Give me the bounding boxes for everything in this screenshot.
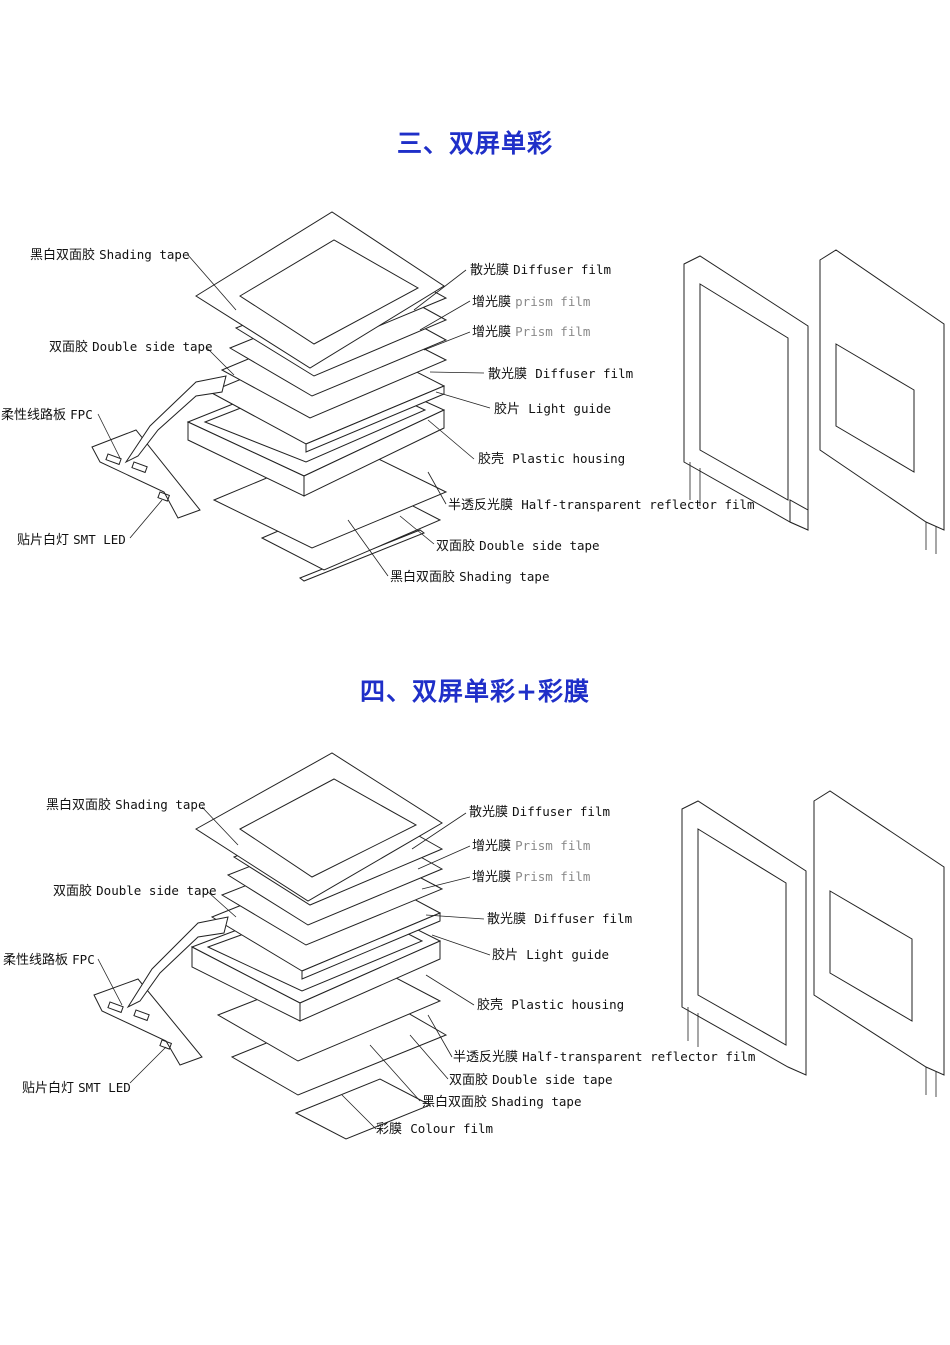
fpc-arrow bbox=[126, 916, 229, 1009]
label-smt-led: 贴片白灯 SMT LED bbox=[17, 532, 126, 548]
leader bbox=[421, 876, 471, 890]
label-smt-led: 贴片白灯 SMT LED bbox=[22, 1080, 131, 1096]
assembled-front-view bbox=[683, 255, 809, 531]
exploded-view-diagram-4 bbox=[93, 752, 945, 1140]
label-double-side-tape-bottom: 双面胶 Double side tape bbox=[449, 1072, 613, 1088]
assembled-back-view bbox=[813, 790, 945, 1097]
leader bbox=[341, 1094, 377, 1130]
led-1 bbox=[107, 1001, 124, 1014]
label-prism-film-1: 增光膜 prism film bbox=[472, 294, 591, 310]
label-double-side-tape-bottom: 双面胶 Double side tape bbox=[436, 538, 600, 554]
label-diffuser-film-1: 散光膜 Diffuser film bbox=[469, 804, 610, 820]
section-3-title: 三、双屏单彩 bbox=[396, 129, 553, 158]
leader bbox=[207, 891, 237, 918]
label-fpc: 柔性线路板 FPC bbox=[1, 407, 93, 423]
label-diffuser-film-2: 散光膜 Diffuser film bbox=[487, 911, 633, 927]
led-2 bbox=[133, 1009, 150, 1022]
label-colour-film: 彩膜 Colour film bbox=[376, 1121, 494, 1137]
leader bbox=[205, 346, 235, 376]
leader bbox=[129, 1046, 167, 1084]
leader bbox=[435, 391, 491, 409]
label-plastic-housing: 胶壳 Plastic housing bbox=[477, 997, 625, 1013]
leader bbox=[429, 371, 485, 374]
leader bbox=[427, 1014, 453, 1058]
leader bbox=[97, 413, 121, 459]
label-reflector: 半透反光膜 Half-transparent reflector film bbox=[448, 497, 755, 513]
housing-front bbox=[303, 409, 445, 497]
label-prism-film-1: 增光膜 Prism film bbox=[472, 838, 591, 854]
leader bbox=[425, 914, 485, 920]
leader bbox=[411, 812, 467, 850]
leader bbox=[201, 806, 239, 846]
leader bbox=[347, 519, 389, 577]
fpc-arrow bbox=[124, 375, 227, 464]
leader bbox=[129, 499, 163, 539]
label-light-guide: 胶片 Light guide bbox=[492, 947, 610, 963]
leader bbox=[427, 419, 475, 460]
leader bbox=[419, 300, 471, 331]
label-fpc: 柔性线路板 FPC bbox=[3, 952, 95, 968]
colour-film bbox=[294, 1078, 432, 1140]
label-plastic-housing: 胶壳 Plastic housing bbox=[478, 451, 626, 467]
exploded-view-diagram-3 bbox=[91, 211, 945, 582]
label-shading-tape-bottom: 黑白双面胶 Shading tape bbox=[422, 1094, 582, 1110]
leader bbox=[431, 934, 491, 956]
leader bbox=[425, 974, 475, 1006]
leader bbox=[409, 1034, 449, 1080]
label-light-guide: 胶片 Light guide bbox=[494, 401, 612, 417]
housing-front bbox=[299, 940, 441, 1022]
leader bbox=[417, 845, 471, 870]
leader bbox=[423, 331, 471, 351]
assembled-back-view bbox=[819, 249, 945, 554]
label-prism-film-2: 增光膜 Prism film bbox=[472, 324, 591, 340]
led-3 bbox=[159, 1039, 173, 1050]
leader bbox=[369, 1044, 421, 1102]
label-shading-tape-top: 黑白双面胶 Shading tape bbox=[30, 247, 190, 263]
leader bbox=[187, 254, 237, 311]
leader bbox=[399, 515, 435, 545]
leader bbox=[97, 958, 123, 1006]
light-guide-edge bbox=[301, 912, 441, 980]
label-double-side-tape-left: 双面胶 Double side tape bbox=[49, 339, 213, 355]
label-shading-tape-top: 黑白双面胶 Shading tape bbox=[46, 797, 206, 813]
leader bbox=[427, 471, 447, 505]
label-shading-tape-bottom: 黑白双面胶 Shading tape bbox=[390, 569, 550, 585]
label-reflector: 半透反光膜 Half-transparent reflector film bbox=[453, 1049, 756, 1065]
assembled-front-view bbox=[681, 800, 807, 1076]
label-double-side-tape-left: 双面胶 Double side tape bbox=[53, 883, 217, 899]
top-shading-window bbox=[239, 239, 420, 345]
led-1 bbox=[105, 453, 122, 466]
label-prism-film-2: 增光膜 Prism film bbox=[472, 869, 591, 885]
led-2 bbox=[131, 461, 148, 474]
top-shading-window bbox=[239, 778, 418, 878]
fpc-board bbox=[91, 429, 201, 519]
led-3 bbox=[157, 491, 171, 502]
fpc-board bbox=[93, 978, 203, 1066]
leader bbox=[413, 269, 467, 311]
section-4-title: 四、双屏单彩+彩膜 bbox=[360, 677, 590, 706]
label-diffuser-film-1: 散光膜 Diffuser film bbox=[470, 262, 611, 278]
label-diffuser-film-2: 散光膜 Diffuser film bbox=[488, 366, 634, 382]
